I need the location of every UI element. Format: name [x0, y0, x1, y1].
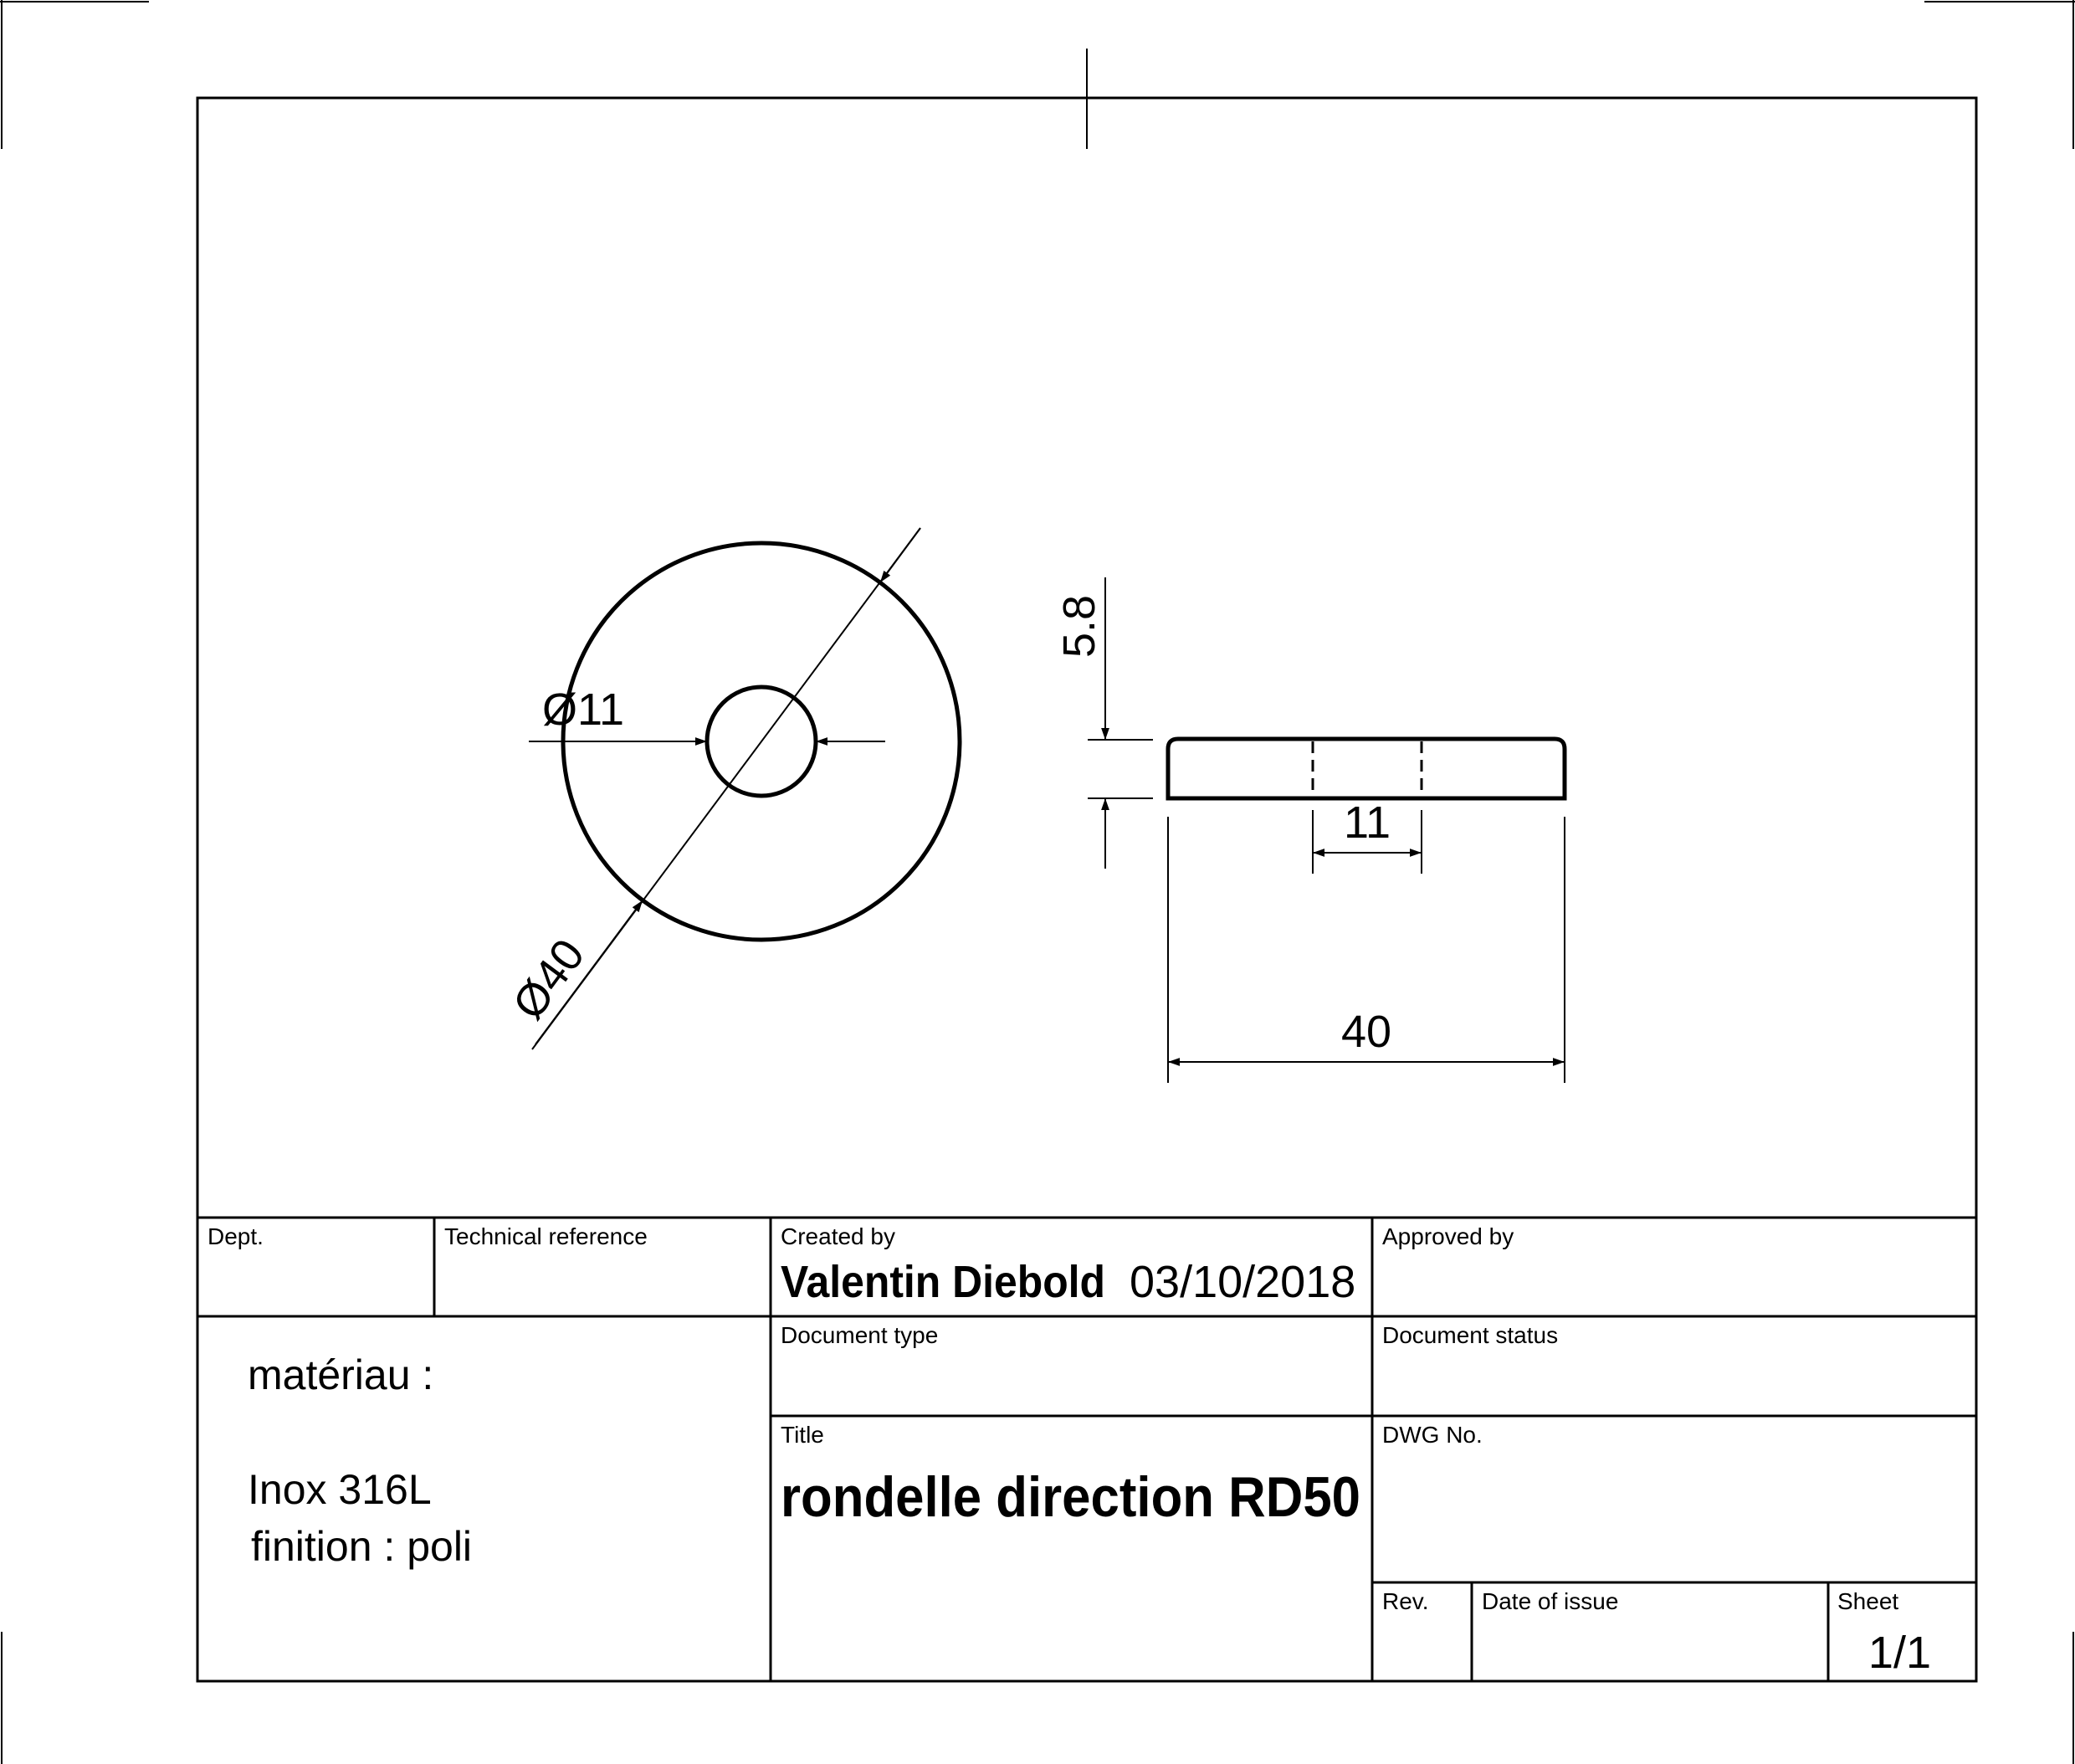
material-heading: matériau : [248, 1351, 433, 1398]
date-of-issue-label: Date of issue [1482, 1588, 1618, 1614]
dwg-no-label: DWG No. [1382, 1422, 1483, 1448]
outer-diameter-arrow-bottom [535, 900, 643, 1045]
sheet-value: 1/1 [1868, 1628, 1931, 1678]
sheet-label: Sheet [1837, 1588, 1898, 1614]
hole-width-label: 11 [1344, 797, 1391, 848]
side-view: 5.8 11 40 [1054, 577, 1567, 1083]
material-value: Inox 316L [248, 1466, 432, 1513]
dept-label: Dept. [208, 1223, 264, 1249]
title-block-text: Dept. Technical reference Created by Val… [208, 1223, 1931, 1678]
document-status-label: Document status [1382, 1322, 1558, 1348]
thickness-label: 5.8 [1054, 595, 1104, 658]
document-type-label: Document type [781, 1322, 938, 1348]
created-by-date: 03/10/2018 [1130, 1257, 1355, 1307]
title-block [197, 1216, 1976, 1681]
created-by-value: Valentin Diebold 03/10/2018 [781, 1257, 1355, 1307]
approved-by-label: Approved by [1382, 1223, 1514, 1249]
rev-label: Rev. [1382, 1588, 1429, 1614]
front-view: Ø40 Ø11 [503, 527, 962, 1050]
outer-diameter-arrow-top [879, 527, 921, 583]
created-by-label: Created by [781, 1223, 895, 1249]
inner-diameter-label: Ø11 [542, 685, 624, 735]
title-value: rondelle direction RD50 [781, 1465, 1360, 1529]
title-label: Title [781, 1422, 824, 1448]
overall-width-label: 40 [1341, 1007, 1391, 1057]
outer-diameter-label: Ø40 [503, 930, 594, 1028]
finish-value: finition : poli [251, 1523, 472, 1570]
created-by-name: Valentin Diebold [781, 1257, 1105, 1307]
washer-side-profile [1166, 736, 1567, 801]
technical-reference-label: Technical reference [444, 1223, 648, 1249]
drawing-frame [196, 96, 1978, 1683]
